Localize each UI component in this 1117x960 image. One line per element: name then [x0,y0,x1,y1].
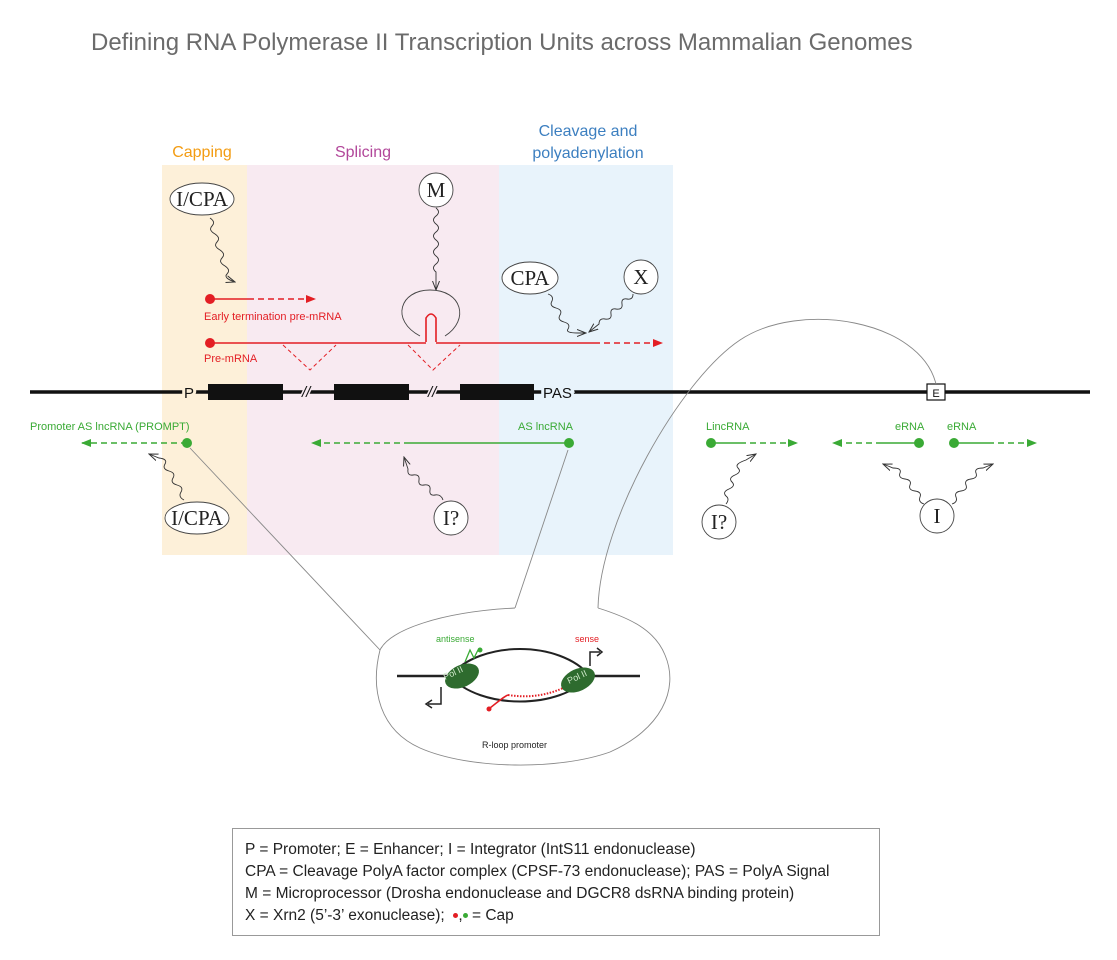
zoom-line-right [514,449,569,609]
legend-line-3: M = Microprocessor (Drosha endonuclease … [245,885,795,902]
svg-text:M: M [427,178,446,202]
squiggle-i-erna-right [951,464,993,505]
sense-label: sense [575,634,599,644]
factor-x: X [623,259,659,295]
factor-m: M [418,172,454,208]
legend-line-4: X = Xrn2 (5’-3’ exonuclease); , = Cap [245,905,867,927]
pas-label: PAS [543,385,572,402]
legend-line-4-suffix: = Cap [467,907,514,924]
enhancer-label: E [932,388,939,400]
svg-text:I?: I? [443,506,459,530]
exon-1 [208,384,283,400]
squiggle-i-erna-left [883,464,925,505]
green-cap-icon [462,913,468,919]
svg-text:I/CPA: I/CPA [171,506,224,530]
svg-text:I: I [934,504,941,528]
factor-cpa: CPA [501,261,559,295]
splicing-label: Splicing [335,144,391,161]
zoom-line-left [189,447,381,651]
cleavage-label-line2: polyadenylation [532,145,643,162]
svg-text:CPA: CPA [511,266,551,290]
capping-label: Capping [172,144,232,161]
squiggle-i-q-as [404,457,444,501]
factor-i-erna: I [919,498,955,534]
splicing-region [247,165,499,555]
as-lncrna-label: AS lncRNA [518,421,574,433]
enhancer-loop [597,318,937,609]
early-termination-label: Early termination pre-mRNA [204,311,342,323]
cleavage-region [499,165,673,555]
legend-line-4-prefix: X = Xrn2 (5’-3’ exonuclease); [245,907,445,924]
intron-2 [407,344,461,371]
lincrna-label: LincRNA [706,421,750,433]
hairpin [425,313,437,342]
page-title: Defining RNA Polymerase II Transcription… [91,29,913,56]
legend: P = Promoter; E = Enhancer; I = Integrat… [232,828,880,936]
svg-text:X: X [633,265,648,289]
squiggle-cpa [547,293,586,333]
squiggle-x [589,293,634,332]
break-mark-2: // [427,384,438,401]
intron-1 [282,344,337,371]
pre-mrna-label: Pre-mRNA [204,353,258,365]
legend-line-2: CPA = Cleavage PolyA factor complex (CPS… [245,863,830,880]
factor-i-q-as: I? [433,500,469,536]
factor-icpa-top: I/CPA [169,182,235,216]
squiggle-icpa-bottom [149,454,185,501]
squiggle-icpa-top [209,217,235,282]
inset-caption: R-loop promoter [482,740,547,750]
squiggle-i-q-linc [724,454,756,505]
erna-right-label: eRNA [947,421,977,433]
prompt-label: Promoter AS lncRNA (PROMPT) [30,421,190,433]
legend-line-1: P = Promoter; E = Enhancer; I = Integrat… [245,841,696,858]
capping-region [162,165,247,555]
factor-i-q-linc: I? [701,504,737,540]
squiggle-m [434,207,439,290]
svg-text:I/CPA: I/CPA [176,187,229,211]
antisense-label: antisense [436,634,475,644]
red-cap-icon [453,913,459,919]
inset-bubble [375,607,671,766]
exon-2 [334,384,409,400]
microprocessor-loop [401,289,461,337]
cleavage-label-line1: Cleavage and [539,123,638,140]
r-loop-diagram [397,647,640,712]
break-mark-1: // [301,384,312,401]
promoter-label: P [184,385,194,402]
erna-left-label: eRNA [895,421,925,433]
svg-text:I?: I? [711,510,727,534]
exon-3 [460,384,534,400]
legend-line-4-comma: , [458,907,463,924]
factor-icpa-bottom: I/CPA [164,501,230,535]
